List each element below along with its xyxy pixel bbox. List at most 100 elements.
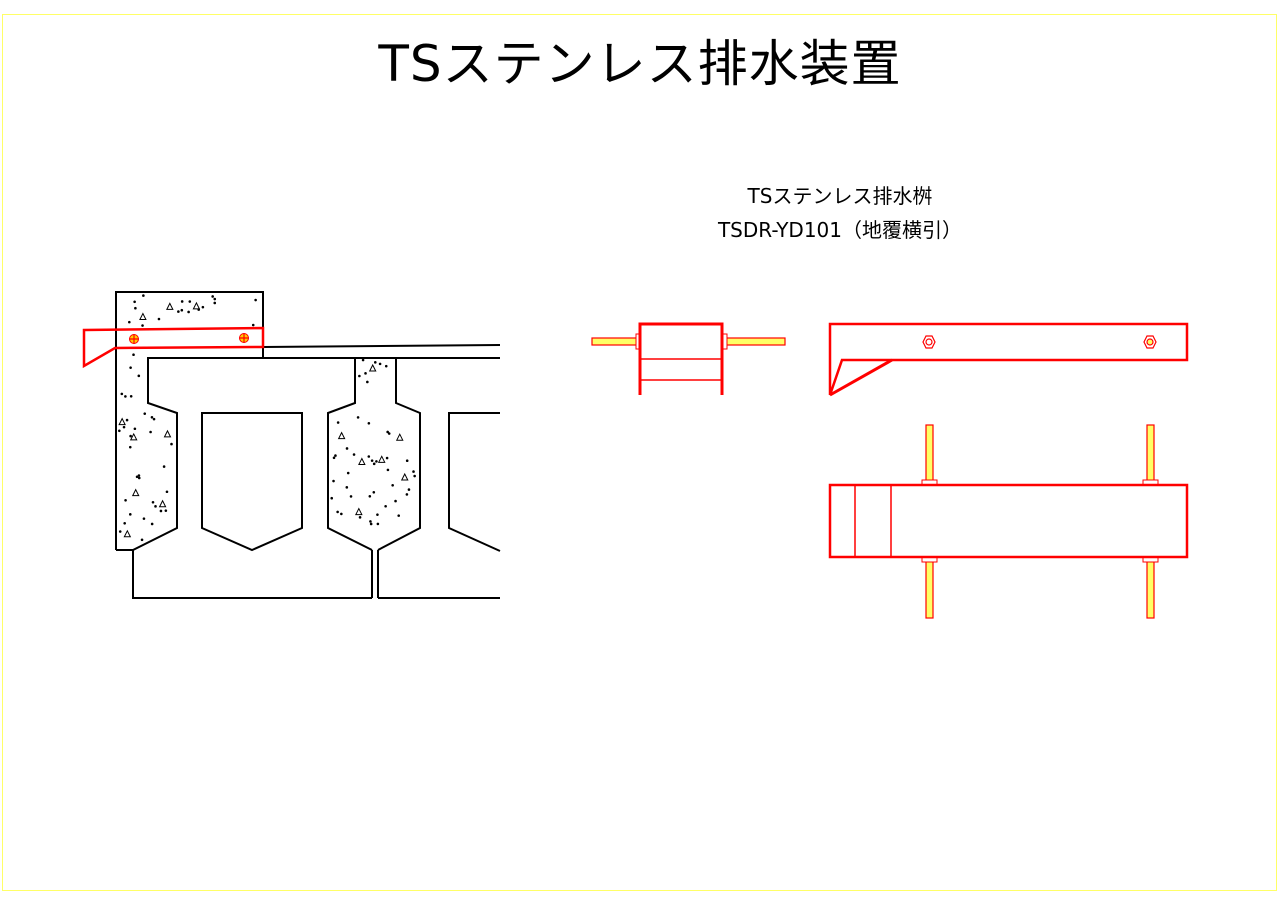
hatch-dot [340,512,343,516]
hatch-aggregate [192,301,201,310]
hatch-aggregate [166,302,174,310]
hatch-dot [125,418,129,422]
hatch-aggregate [337,431,346,440]
hatch-dot [384,504,387,508]
hatch-dot [140,538,144,542]
hatch-dot [180,308,184,312]
hatch-dot [154,505,157,508]
part-name: TSステンレス排水桝 [747,184,933,208]
drain-bracket-section [82,326,265,369]
hollow-void-2 [448,412,501,552]
hatch-dot [165,490,169,494]
concrete-hatch [118,294,416,542]
hatch-dot [133,427,137,431]
hatch-dot [128,513,132,516]
hatch-dot [180,300,184,303]
hatch-dot [358,516,362,519]
side-slope [829,358,893,397]
hatch-dot [162,465,166,468]
hatch-dot [164,509,168,512]
hatch-dot [361,358,365,362]
hatch-dot [187,310,190,314]
hatch-dot [254,298,257,302]
front-view [591,322,786,395]
hatch-aggregate [163,429,172,438]
hatch-dot [122,425,126,429]
hatch-dot [334,454,337,457]
hollow-void-1 [201,412,303,552]
hatch-aggregate [377,455,386,463]
hatch-dot [124,498,127,502]
hatch-dot [188,300,192,303]
hatch-dot [129,394,133,398]
slab-bottom [132,550,500,599]
rod-top-right [1146,424,1155,486]
side-view [828,322,1189,397]
hatch-aggregate [395,433,404,441]
hatch-dot [128,320,131,324]
hatch-dot [251,323,255,327]
hatch-dot [364,372,367,375]
hatch-dot [412,470,415,473]
hatch-dot [150,416,154,419]
rod-top-left [925,424,934,486]
rod-bottom-right [1146,556,1155,619]
anchor-bolt [239,333,249,343]
hatch-dot [385,456,389,460]
hatch-dot [373,361,377,364]
hatch-aggregate [368,363,377,372]
anchor-bolt [129,334,139,344]
hatch-dot [376,513,379,516]
hatch-dot [159,509,163,513]
hatch-dot [405,459,409,463]
hatch-dot [394,499,397,503]
plan-view [828,424,1189,619]
hex-nut-icon [922,335,936,349]
hatch-dot [345,447,349,450]
hatch-dot [129,366,132,369]
hatch-aggregate [400,472,409,481]
hatch-dot [352,453,356,456]
hatch-dot [201,305,205,309]
hatch-dot [149,430,152,434]
hatch-dot [137,374,141,378]
web-outline [327,358,421,551]
hatch-dot [367,455,371,458]
front-inner-lines [640,358,722,381]
hatch-dot [124,395,127,398]
hatch-dot [330,496,334,500]
hatch-dot [391,484,394,487]
hatch-dot [332,479,335,483]
deck-slab-outline [116,357,500,551]
hatch-dot [157,317,161,321]
hatch-dot [118,530,122,533]
hatch-dot [372,491,376,494]
hatch-dot [397,514,401,517]
hatch-dot [135,475,139,479]
hatch-dot [349,495,353,498]
hatch-dot [213,297,217,301]
plan-inner-lines [854,485,892,557]
hatch-aggregate [131,488,140,497]
hatch-dot [367,421,371,425]
hatch-dot [132,353,135,357]
part-model: TSDR-YD101（地覆横引） [717,218,963,242]
hex-nut-icon [1143,335,1157,349]
hatch-aggregate [358,457,366,466]
hatch-dot [133,300,136,304]
hatch-dot [150,522,154,526]
hatch-dot [370,459,374,462]
curb-outline [115,291,264,550]
hatch-aggregate [355,507,363,516]
hatch-aggregate [129,432,138,441]
hatch-dot [134,306,137,310]
rod-left [591,337,639,346]
hatch-dot [143,412,147,415]
plan-outline [828,483,1189,559]
hatch-dot [366,380,369,384]
hatch-dot [142,294,145,297]
hatch-dot [336,510,339,514]
hatch-dot [358,374,361,378]
pavement-line [262,344,501,348]
hatch-dot [129,434,132,438]
